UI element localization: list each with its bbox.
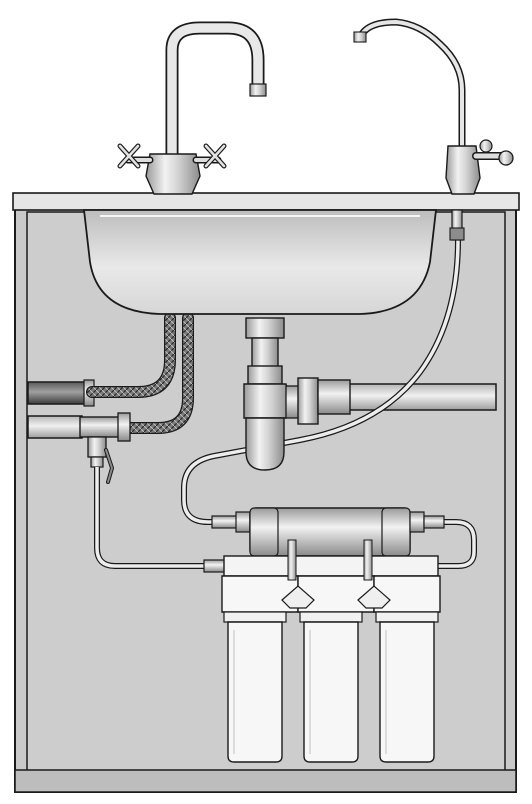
cold-water-pipe — [27, 379, 95, 407]
countertop — [12, 192, 520, 211]
sink-bowl — [82, 209, 438, 315]
hot-water-pipe — [27, 415, 83, 439]
kitchen-mixer-faucet — [117, 21, 267, 195]
filter-housing — [375, 611, 439, 763]
filter-housing — [299, 611, 363, 763]
supply-tubing — [94, 467, 208, 569]
filtered-water-faucet — [353, 18, 514, 241]
filter-housing — [223, 611, 287, 763]
feed-water-tee-valve — [79, 412, 131, 484]
drain-siphon — [243, 317, 351, 471]
product-tubing — [181, 239, 477, 569]
filter-housings — [203, 539, 441, 763]
braided-flex-hoses — [86, 312, 194, 434]
